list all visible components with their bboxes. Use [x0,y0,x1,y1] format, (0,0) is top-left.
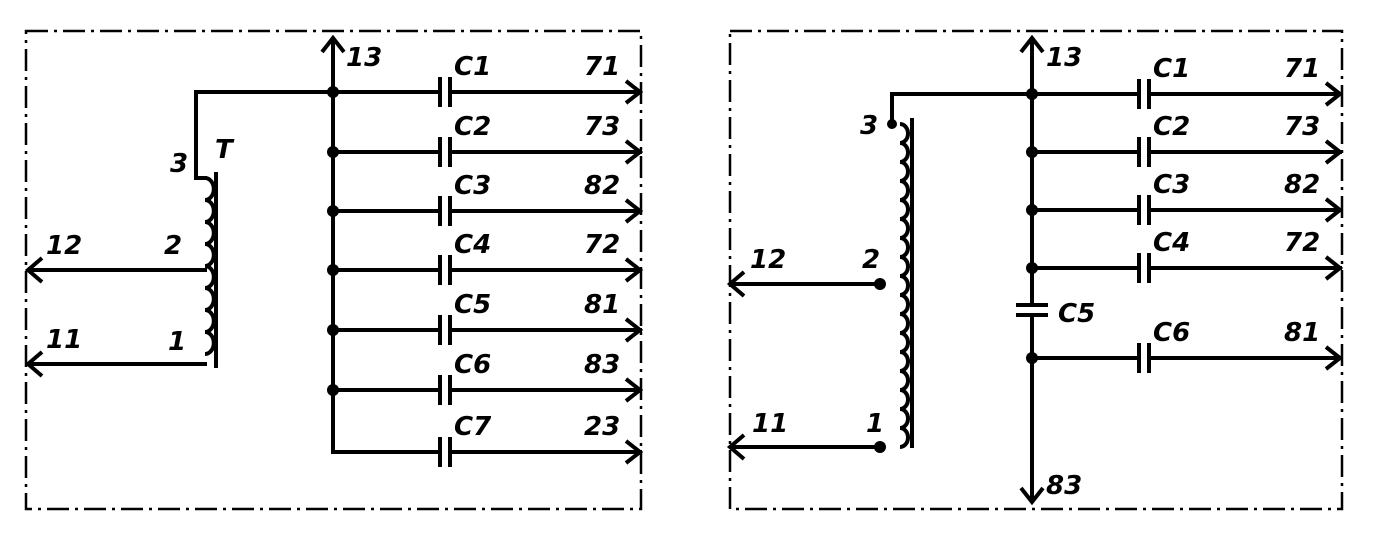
right-terminal-13-label: 13 [1046,43,1082,73]
left-branch-c7: C7 23 [331,412,644,467]
left-tap-2-label: 2 [164,231,182,261]
right-bus-node [1026,262,1038,274]
right-bus-node [1026,204,1038,216]
left-output-12-label: 12 [46,231,82,261]
left-output-label: 23 [584,412,620,442]
right-output-label: 73 [1284,112,1320,142]
left-bus-node [327,324,339,336]
right-capacitor-label: C4 [1153,228,1190,258]
right-tap3-node [887,119,897,129]
right-branch-c3: C3 82 [1026,170,1344,225]
right-capacitor-label: C2 [1153,112,1190,142]
right-terminal-83-arrow [1019,486,1045,506]
right-terminal-13-arrow [1019,34,1045,54]
right-branch-c2: C2 73 [1026,112,1344,167]
right-output-arrow [1324,197,1344,223]
right-output-11-label: 11 [752,409,788,439]
left-capacitor-label: C7 [454,412,492,442]
left-branch-c6: C6 83 [327,350,644,405]
left-output-arrow [624,317,644,343]
left-branch-c4: C4 72 [327,230,644,285]
left-output-11-arrow [24,350,44,378]
left-bus-node [327,205,339,217]
right-capacitor-label: C6 [1153,318,1190,348]
right-capacitor-label: C3 [1153,170,1190,200]
left-output-arrow [624,198,644,224]
right-bus-node [1026,352,1038,364]
right-output-label: 71 [1284,54,1320,84]
left-capacitor-label: C1 [454,52,491,82]
right-output-12-arrow [726,270,746,298]
left-output-label: 71 [584,52,620,82]
left-output-arrow [624,139,644,165]
left-output-label: 81 [584,290,620,320]
right-tap-3-label: 3 [860,111,878,141]
right-output-12-label: 12 [750,245,786,275]
left-terminal-13-label: 13 [346,43,382,73]
right-bus-node [1026,88,1038,100]
right-branch-c1: C1 71 [1026,54,1344,109]
left-capacitor-label: C5 [454,290,491,320]
right-output-arrow [1324,255,1344,281]
left-output-arrow [624,439,644,465]
right-output-label: 72 [1284,228,1320,258]
right-branch-c6: C6 81 [1026,318,1344,373]
left-output-label: 73 [584,112,620,142]
left-capacitor-label: C6 [454,350,491,380]
right-bus-node [1026,146,1038,158]
left-transformer-winding [204,176,216,356]
left-branch-c2: C2 73 [327,112,644,167]
left-output-12-arrow [24,256,44,284]
left-output-label: 83 [584,350,620,380]
left-output-arrow [624,257,644,283]
right-transformer-winding [899,122,910,449]
left-branch-c1: C1 71 [327,52,644,107]
left-output-arrow [624,79,644,105]
left-tap-1-label: 1 [168,327,186,357]
right-branch-c4: C4 72 [1026,228,1344,283]
right-output-arrow [1324,139,1344,165]
left-output-11-label: 11 [46,325,82,355]
right-tap3-wire [890,92,1034,126]
left-tap-3-label: 3 [170,149,188,179]
right-tap2-node [874,278,886,290]
right-output-arrow [1324,345,1344,371]
right-tap-1-label: 1 [866,409,884,439]
right-series-capacitor-label: C5 [1058,299,1095,329]
left-tap3-wire [194,90,335,180]
right-output-label: 81 [1284,318,1320,348]
right-output-arrow [1324,81,1344,107]
left-bus-node [327,264,339,276]
left-branch-c5: C5 81 [327,290,644,345]
left-bus-node [327,146,339,158]
left-capacitor-label: C4 [454,230,491,260]
left-bus-node [327,384,339,396]
left-terminal-13-arrow [320,34,346,54]
left-branch-c3: C3 82 [327,171,644,226]
left-output-arrow [624,377,644,403]
left-capacitor-label: C3 [454,171,491,201]
right-output-label: 82 [1284,170,1320,200]
right-capacitor-label: C1 [1153,54,1190,84]
left-output-label: 82 [584,171,620,201]
left-capacitor-label: C2 [454,112,491,142]
right-terminal-83-label: 83 [1046,471,1082,501]
right-output-11-arrow [726,433,746,461]
right-tap1-node [874,441,886,453]
left-transformer-label: T [215,135,235,165]
right-tap-2-label: 2 [862,245,880,275]
left-output-label: 72 [584,230,620,260]
left-bus-node [327,86,339,98]
